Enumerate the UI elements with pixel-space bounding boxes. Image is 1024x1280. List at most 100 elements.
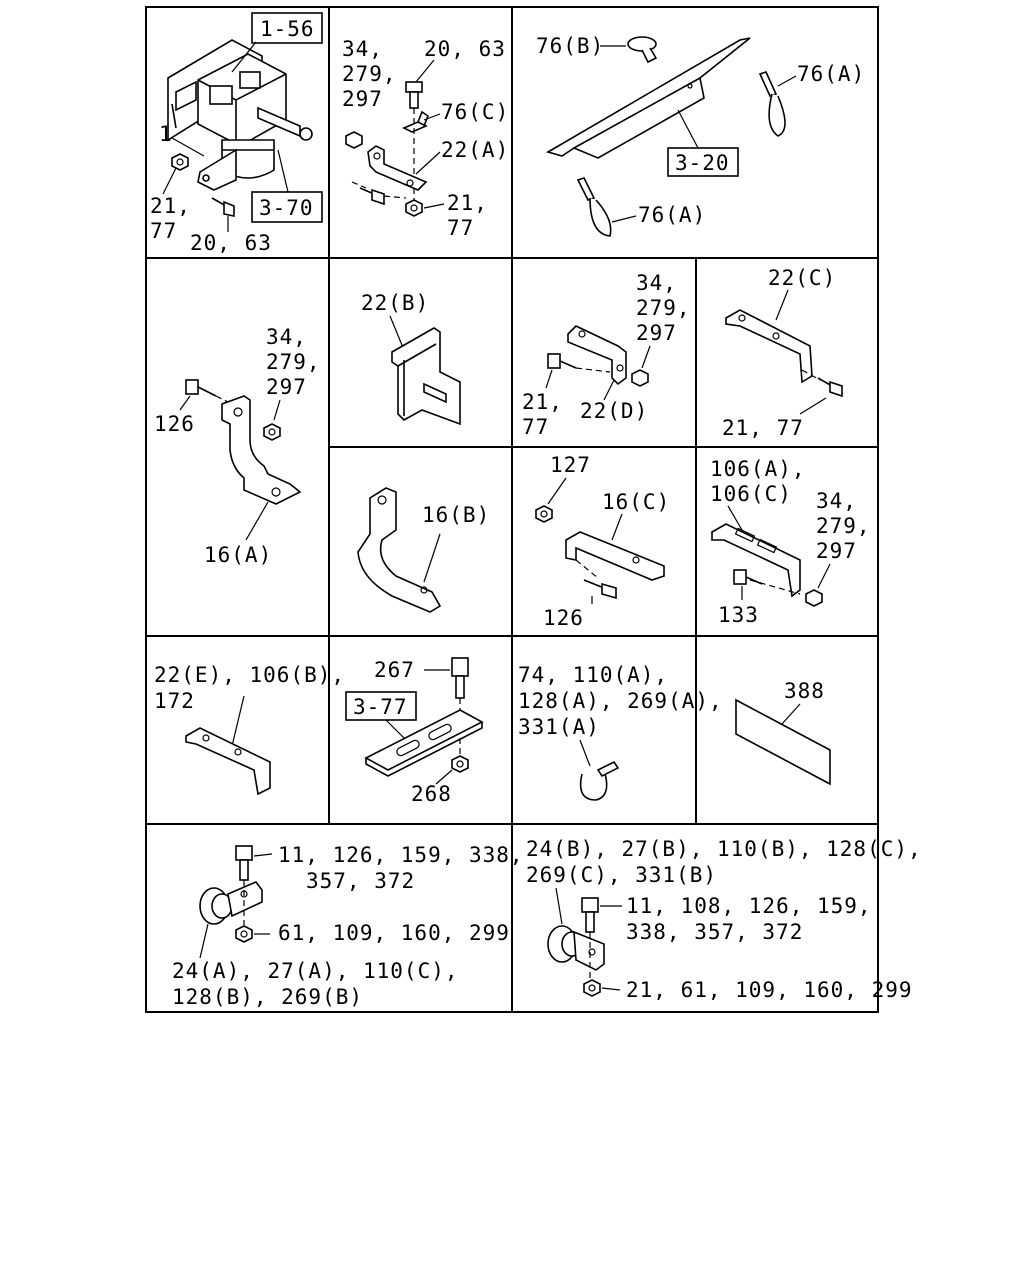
panel-9-bracket-16c: 127 16(C) 126 <box>535 453 669 630</box>
label-bolt-line-1: 11, 108, 126, 159, <box>626 894 872 918</box>
label-line-3: 331(A) <box>518 715 600 739</box>
label-part-20-63: 20, 63 <box>190 231 272 255</box>
label-part-34: 34, <box>816 489 857 513</box>
bolt-icon <box>733 569 763 585</box>
bolt-icon <box>547 353 577 369</box>
bracket-16a-icon <box>221 395 302 505</box>
label-part-279: 279, <box>636 296 691 320</box>
nut-icon <box>235 925 253 943</box>
clamp-a-icon <box>199 881 263 925</box>
panel-13-cable-tie: 74, 110(A), 128(A), 269(A), 331(A) <box>518 663 722 801</box>
label-part-21: 21, <box>522 390 563 414</box>
bolt-icon <box>583 579 617 600</box>
label-bolt-line-2: 357, 372 <box>306 869 415 893</box>
panel-14-sheet-388: 388 <box>735 679 831 786</box>
panel-12-plate-3-77: 267 3-77 268 <box>345 657 484 806</box>
label-part-279: 279, <box>816 514 871 538</box>
bolt-icon <box>451 657 469 699</box>
label-part-388: 388 <box>784 679 825 703</box>
label-part-126: 126 <box>543 606 584 630</box>
label-part-16a: 16(A) <box>204 543 272 567</box>
nut-icon <box>405 199 423 217</box>
label-part-76a-top: 76(A) <box>797 62 865 86</box>
label-part-267: 267 <box>374 658 415 682</box>
label-part-34: 34, <box>342 37 383 61</box>
ref-box-3-77: 3-77 <box>345 691 417 721</box>
label-part-20-63: 20, 63 <box>424 37 506 61</box>
label-part-34: 34, <box>636 271 677 295</box>
label-nut: 21, 61, 109, 160, 299 <box>626 978 913 1002</box>
bolt-icon <box>235 845 253 881</box>
tie-76a-icon <box>758 71 786 137</box>
panel-3-cover: 76(B) 76(A) 3-20 76(A) <box>536 34 865 237</box>
label-part-297: 297 <box>342 87 383 111</box>
label-part-21: 21, <box>447 191 488 215</box>
nut-icon <box>345 131 363 149</box>
label-part-16b: 16(B) <box>422 503 490 527</box>
ref-3-77-label: 3-77 <box>353 695 408 719</box>
clip-76b-icon <box>627 36 658 64</box>
bracket-22d-icon <box>567 325 627 386</box>
ref-box-3-70: 3-70 <box>251 191 323 223</box>
label-part-268: 268 <box>411 782 452 806</box>
panel-5-bracket-22b: 22(B) <box>361 291 461 426</box>
nut-icon <box>805 589 823 607</box>
nut-icon <box>263 423 281 441</box>
label-part-126: 126 <box>154 412 195 436</box>
ref-3-20-label: 3-20 <box>675 151 730 175</box>
ref-3-70-label: 3-70 <box>259 196 314 220</box>
sheet-388-icon <box>735 698 831 786</box>
ref-box-3-20: 3-20 <box>667 147 739 177</box>
label-part-297: 297 <box>636 321 677 345</box>
bolt-icon <box>359 187 407 206</box>
label-nut: 61, 109, 160, 299 <box>278 921 510 945</box>
bolt-icon <box>581 897 599 933</box>
bracket-22e-icon <box>185 727 271 796</box>
label-part-22b: 22(B) <box>361 291 429 315</box>
label-clamp-line-2: 269(C), 331(B) <box>526 863 717 887</box>
nut-icon <box>535 505 553 523</box>
label-part-133: 133 <box>718 603 759 627</box>
label-part-106a: 106(A), <box>710 457 806 481</box>
tie-76a-icon <box>576 177 612 237</box>
label-part-297: 297 <box>816 539 857 563</box>
label-line-1: 22(E), 106(B), <box>154 663 345 687</box>
label-part-76c: 76(C) <box>441 100 509 124</box>
bracket-22b-icon <box>391 327 461 426</box>
panel-4-bracket-16a: 34, 279, 297 126 16(A) <box>154 325 320 567</box>
label-line-2: 172 <box>154 689 195 713</box>
panel-11-bracket-22e: 22(E), 106(B), 172 <box>154 663 345 796</box>
panel-2-bracket-22a: 34, 279, 297 20, 63 76(C) 22(A) <box>342 37 509 240</box>
label-clamp-line-1: 24(A), 27(A), 110(C), <box>172 959 459 983</box>
clamp-b-icon <box>547 925 605 971</box>
panel-1-assembly: 1-56 3-70 1 21, 77 20, 63 <box>150 12 323 255</box>
label-clamp-line-2: 128(B), 269(B) <box>172 985 363 1009</box>
panel-15-clamp-a: 11, 126, 159, 338, 357, 372 61, 109, 160… <box>172 843 523 1009</box>
bracket-106-icon <box>711 523 801 598</box>
label-part-77: 77 <box>150 219 177 243</box>
nut-icon <box>171 153 189 171</box>
label-clamp-line-1: 24(B), 27(B), 110(B), 128(C), <box>526 837 922 861</box>
bracket-16b-icon <box>357 487 442 613</box>
bolt-icon <box>405 81 423 109</box>
bolt-icon <box>185 379 237 407</box>
bracket-16c-icon <box>565 531 665 581</box>
assembly-drawing <box>167 39 313 191</box>
nut-icon <box>631 369 649 387</box>
nut-icon <box>583 979 601 997</box>
panel-10-bracket-106: 106(A), 106(C) 34, 279, 297 133 <box>710 457 871 627</box>
label-part-1: 1 <box>159 122 173 146</box>
label-part-21-77: 21, 77 <box>722 416 804 440</box>
panel-6-bracket-22d: 34, 279, 297 21, 77 22(D) <box>522 271 691 439</box>
panel-grid <box>145 6 879 1013</box>
cover-3-20-icon <box>545 37 751 159</box>
label-part-22a: 22(A) <box>441 138 509 162</box>
ref-box-1-56: 1-56 <box>251 12 323 44</box>
label-part-21: 21, <box>150 194 191 218</box>
bolt-icon <box>817 377 843 398</box>
panel-7-bracket-22c: 22(C) 21, 77 <box>722 266 843 440</box>
bolt-icon <box>211 197 235 217</box>
bracket-22c-icon <box>725 309 813 384</box>
cable-tie-icon <box>579 760 620 801</box>
